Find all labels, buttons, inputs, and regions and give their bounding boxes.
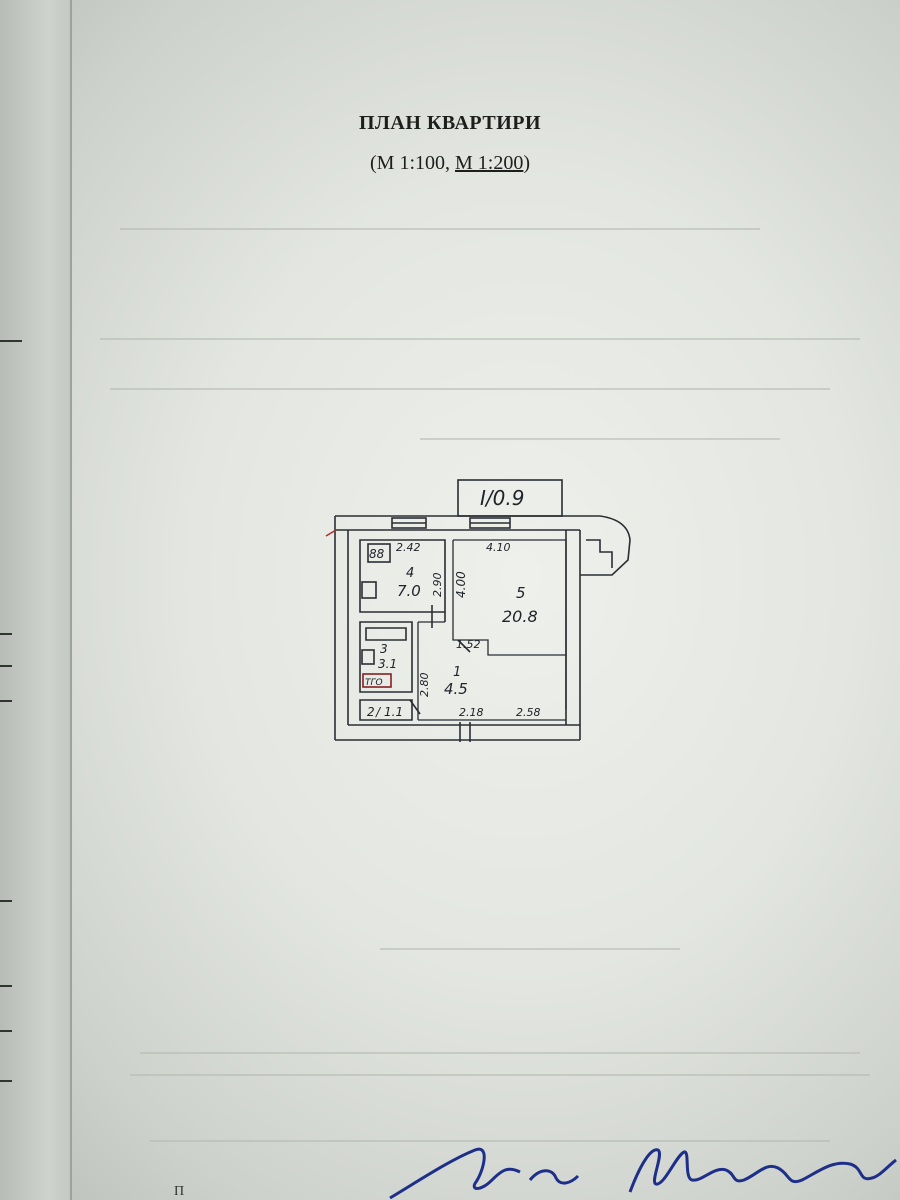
margin-mark xyxy=(0,700,12,702)
room-2-number: 2 xyxy=(367,705,375,719)
wall-ledge xyxy=(586,539,613,568)
balcony-label: I/0.9 xyxy=(480,486,524,510)
stove-icon xyxy=(367,543,391,563)
margin-mark xyxy=(0,985,12,987)
dim-living-top-width: 4.10 xyxy=(486,541,511,554)
scale-line: (М 1:100, М 1:200) xyxy=(0,152,900,175)
living-partition xyxy=(452,540,566,656)
show-through-line xyxy=(110,388,830,390)
show-through-line xyxy=(100,338,860,340)
dim-living-bottom-width: 2.58 xyxy=(516,706,541,719)
door-mark xyxy=(457,639,471,653)
show-through-line xyxy=(150,1140,830,1142)
show-through-line xyxy=(130,1074,870,1076)
room-3-area: 3.1 xyxy=(378,657,397,671)
margin-mark xyxy=(0,633,12,635)
room-2-area: 1.1 xyxy=(384,705,403,719)
margin-mark xyxy=(0,900,12,902)
door-mark xyxy=(409,699,421,715)
show-through-line xyxy=(420,438,780,440)
partial-footer-text: П xyxy=(174,1184,185,1199)
room-4-area: 7.0 xyxy=(397,582,421,600)
margin-mark xyxy=(0,665,12,667)
sink-icon xyxy=(361,581,377,599)
dim-kitchen-length: 2.90 xyxy=(431,573,444,598)
margin-mark xyxy=(0,340,22,342)
room-3-number: 3 xyxy=(380,642,388,656)
room-5-area: 20.8 xyxy=(502,607,538,626)
toilet-room xyxy=(359,699,413,721)
show-through-line xyxy=(120,228,760,230)
dim-hall-length: 2.80 xyxy=(418,673,431,698)
red-mark xyxy=(325,529,337,537)
room-2-slash: / xyxy=(375,705,382,719)
room-5-number: 5 xyxy=(516,584,526,602)
scale-close: ) xyxy=(523,152,531,174)
bathroom-room xyxy=(359,621,413,693)
water-heater-icon xyxy=(362,673,392,688)
show-through-line xyxy=(140,1052,860,1054)
show-through-line xyxy=(380,948,680,950)
dim-hall-width: 2.18 xyxy=(459,706,484,719)
washbasin-icon xyxy=(361,649,375,665)
dim-living-length: 4.00 xyxy=(454,571,468,598)
underlying-sheet-edge xyxy=(0,0,72,1200)
living-room xyxy=(453,539,567,710)
outer-wall-top xyxy=(335,515,631,576)
signature-image xyxy=(389,1147,897,1200)
bathtub xyxy=(365,627,407,641)
dim-kitchen-width: 2.42 xyxy=(396,541,421,554)
room-4-number: 4 xyxy=(406,566,414,581)
document-title: ПЛАН КВАРТИРИ xyxy=(358,112,542,134)
scale-option-2: М 1:200 xyxy=(455,152,524,174)
scale-option-1: М 1:100, xyxy=(376,152,450,174)
hall-room xyxy=(417,621,566,721)
room-1-number: 1 xyxy=(453,665,461,680)
dim-hall-notch: 1.52 xyxy=(456,638,481,651)
room-1-area: 4.5 xyxy=(444,680,468,698)
scale-open: ( xyxy=(369,152,377,174)
water-heater-label: ТГО xyxy=(365,678,383,688)
stove-label: 88 xyxy=(369,547,385,561)
margin-mark xyxy=(0,1080,12,1082)
margin-mark xyxy=(0,1030,12,1032)
